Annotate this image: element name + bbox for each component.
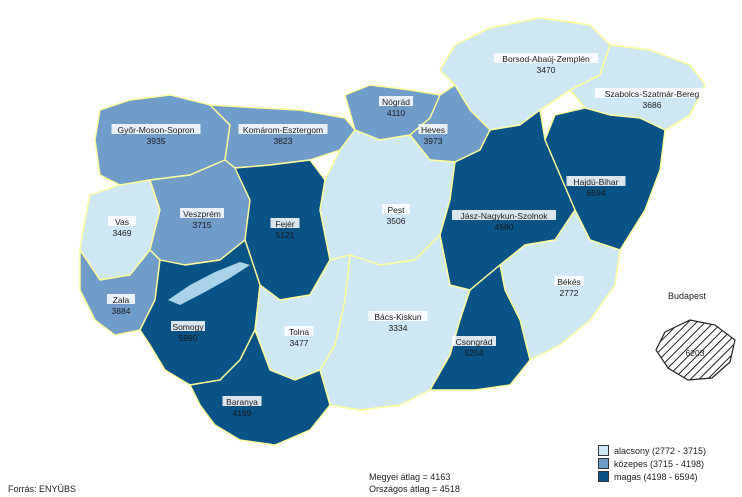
county-label-bg [418,124,448,134]
county-komarom[interactable] [209,104,356,169]
lake-balaton [168,262,250,305]
legend-label-high: magas (4198 - 6594) [614,471,698,482]
county-name-label: Borsod-Abaúj-Zemplén [502,54,590,64]
source-note: Forrás: ENYÜBS [8,484,77,494]
average-stats: Megyei átlag = 4163 Országos átlag = 451… [369,471,460,495]
county-label-bg [382,204,410,214]
county-name-label: Komárom-Esztergom [243,125,323,135]
legend-swatch-mid [598,458,609,469]
county-value-label: 5990 [179,333,198,343]
county-average-label: Megyei átlag [369,472,421,482]
county-name-label: Hajdú-Bihar [574,177,619,187]
county-value-label: 3469 [113,228,132,238]
county-value-label: 4110 [387,108,406,118]
county-baranya[interactable] [189,329,331,446]
county-name-label: Szabolcs-Szatmár-Bereg [605,89,700,99]
county-name-label: Nógrád [382,97,410,107]
county-name-label: Heves [421,125,445,135]
county-name-label: Vas [115,217,129,227]
legend-item-high: magas (4198 - 6594) [598,470,706,483]
county-value-label: 3506 [387,216,406,226]
budapest-inset-shape[interactable] [655,319,736,381]
county-label-bg [108,216,136,226]
budapest-value: 6203 [686,348,705,358]
county-average-value: = 4163 [422,472,451,482]
county-name-label: Somogy [172,322,204,332]
map-legend: alacsony (2772 - 3715) közepes (3715 - 4… [598,444,706,483]
county-value-label: 3470 [537,65,556,75]
county-szabolcs[interactable] [569,44,706,131]
county-label-bg [238,124,328,134]
county-label-bg [222,396,262,406]
county-csongrad[interactable] [429,264,531,391]
county-value-label: 3715 [193,220,212,230]
county-label-bg [284,326,314,336]
county-name-label: Tolna [289,327,310,337]
legend-label-mid: közepes (3715 - 4198) [614,458,705,469]
county-average-row: Megyei átlag = 4163 [369,471,460,483]
county-value-label: 3686 [643,100,662,110]
county-label-bg [270,218,300,228]
budapest-title: Budapest [668,291,707,301]
county-name-label: Békés [557,277,581,287]
county-value-label: 3823 [274,136,293,146]
county-name-label: Jász-Nagykun-Szolnok [461,211,549,221]
county-label-bg [107,294,135,304]
county-label-bg [171,321,205,331]
county-name-label: Baranya [226,397,258,407]
county-value-label: 5254 [465,348,484,358]
county-value-label: 5121 [276,230,295,240]
county-labels: Borsod-Abaúj-Zemplén3470Szabolcs-Szatmár… [107,53,709,418]
county-value-label: 3334 [389,323,408,333]
county-name-label: Veszprém [183,209,221,219]
county-label-bg [111,124,201,134]
national-average-value: = 4518 [432,484,460,494]
county-label-bg [452,210,556,220]
county-name-label: Csongrád [456,337,493,347]
legend-swatch-low [598,445,609,456]
county-name-label: Fejér [275,219,295,229]
national-average-row: Országos átlag = 4518 [369,483,460,495]
legend-label-low: alacsony (2772 - 3715) [614,445,707,456]
county-value-label: 3973 [424,136,443,146]
county-label-bg [368,311,428,321]
county-value-label: 3935 [147,136,166,146]
county-value-label: 4580 [495,222,514,232]
county-name-label: Pest [387,205,405,215]
legend-item-low: alacsony (2772 - 3715) [598,444,706,457]
national-average-label: Országos átlag [369,484,430,494]
county-label-bg [566,176,626,186]
county-value-label: 4199 [233,408,252,418]
county-value-label: 6594 [587,188,606,198]
county-label-bg [379,96,413,106]
county-value-label: 3884 [112,306,131,316]
county-name-label: Győr-Moson-Sopron [117,125,194,135]
county-value-label: 3477 [290,338,309,348]
county-name-label: Bács-Kiskun [374,312,422,322]
county-label-bg [180,208,224,218]
legend-item-mid: közepes (3715 - 4198) [598,457,706,470]
county-label-bg [554,276,584,286]
county-label-bg [452,336,496,346]
county-label-bg [595,88,709,98]
county-value-label: 2772 [560,288,579,298]
legend-swatch-high [598,471,609,482]
county-label-bg [494,53,598,63]
county-name-label: Zala [113,295,130,305]
